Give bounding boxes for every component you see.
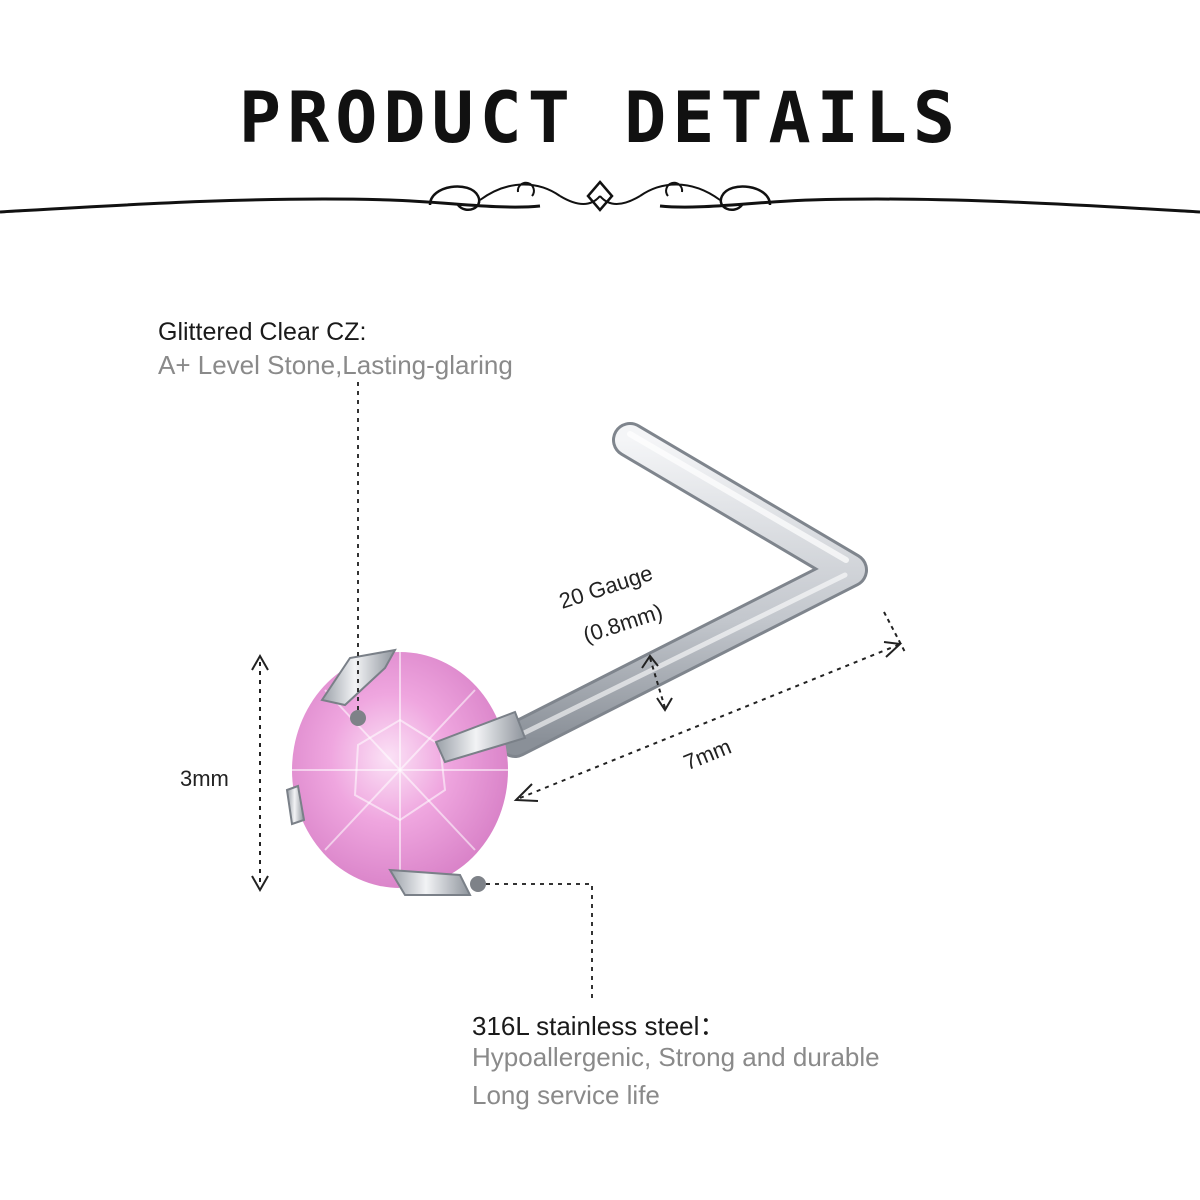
material-callout-detail-1: Hypoallergenic, Strong and durable (472, 1042, 880, 1072)
material-callout-detail-2: Long service life (472, 1080, 660, 1110)
stone-callout-detail: A+ Level Stone,Lasting-glaring (158, 350, 513, 380)
page-title: PRODUCT DETAILS (238, 77, 962, 159)
prong-left (285, 784, 306, 826)
material-callout-heading: 316L stainless steel： (472, 1011, 726, 1041)
gem-facets-icon (292, 652, 508, 888)
stone-callout-heading: Glittered Clear CZ: (158, 318, 367, 346)
ornamental-divider (0, 180, 1200, 214)
post-cap (434, 710, 527, 764)
prong-top (320, 648, 397, 707)
prong-bottom (388, 868, 472, 896)
callout-dot-material (470, 876, 486, 892)
diameter-label: 3mm (180, 766, 229, 791)
callout-dot-stone (350, 710, 366, 726)
